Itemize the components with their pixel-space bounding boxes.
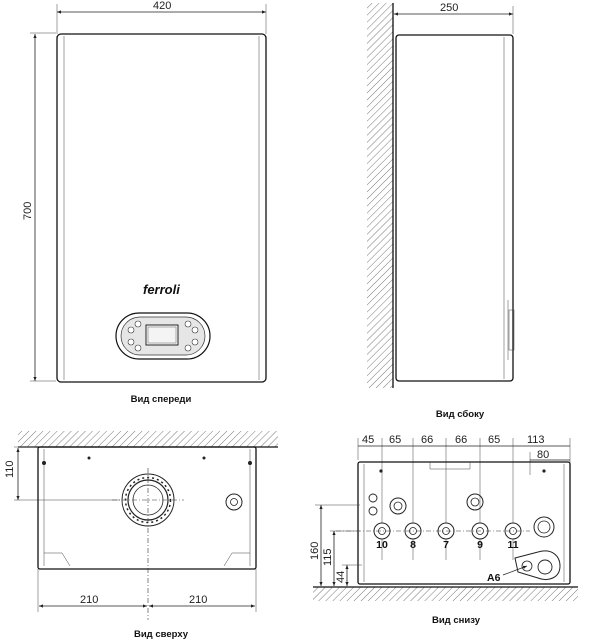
height-dim: 115 [322, 548, 334, 566]
front-width-dim: 420 [153, 0, 171, 12]
fitting [225, 493, 243, 511]
panel-button [184, 320, 192, 328]
front-view-caption: Вид спереди [131, 394, 192, 405]
side-depth-dim: 250 [440, 2, 458, 14]
control-panel [115, 312, 211, 360]
spacing-dim: 65 [488, 434, 500, 446]
panel-button [127, 338, 135, 346]
panel-button [191, 326, 199, 334]
top-right-dim: 210 [189, 594, 207, 606]
panel-button [134, 320, 142, 328]
connection-label: 8 [410, 539, 416, 551]
height-dim: 44 [335, 571, 347, 583]
boiler-side-body [395, 34, 514, 382]
panel-button [184, 344, 192, 352]
connection-label: 11 [507, 539, 518, 551]
front-view: 420 700 ferroli Вид спереди [22, 0, 267, 405]
spacing-dim: 45 [362, 434, 374, 446]
panel-button [191, 338, 199, 346]
height-dim: 160 [309, 542, 321, 560]
wall-hatch-top [18, 431, 278, 447]
boiler-bottom-body [357, 461, 571, 585]
wall-hatch [367, 3, 393, 388]
bottom-view: 45 65 66 66 65 113 80 [309, 434, 578, 626]
bottom-view-caption: Вид снизу [432, 615, 481, 626]
wall-hatch-bottom [313, 587, 578, 601]
connection-label: 9 [477, 539, 483, 551]
top-view: 110 210 210 Вид сверху [4, 431, 278, 640]
spacing-dim: 66 [421, 434, 433, 446]
top-depth-dim: 110 [4, 460, 16, 478]
side-view-caption: Вид сбоку [436, 409, 485, 420]
side-view: 250 Вид сбоку [367, 2, 515, 420]
brand-logo: ferroli [143, 282, 180, 297]
spacing-dim: 113 [527, 434, 545, 446]
panel-button [127, 326, 135, 334]
panel-button [134, 344, 142, 352]
spacing-dims: 45 65 66 66 65 113 80 [357, 434, 571, 560]
drain-label: A6 [487, 572, 501, 584]
spacing-dim: 65 [389, 434, 401, 446]
connection-label: 10 [376, 539, 388, 551]
front-height-dim: 700 [22, 202, 34, 220]
top-left-dim: 210 [80, 594, 98, 606]
siphon [514, 516, 561, 580]
connection-label: 7 [443, 539, 449, 551]
boiler-top-body [37, 446, 257, 570]
top-view-caption: Вид сверху [134, 629, 189, 640]
display-screen [145, 324, 179, 346]
spacing-dim: 66 [455, 434, 467, 446]
offset-dim: 80 [537, 449, 549, 461]
boiler-front-body [56, 33, 267, 383]
